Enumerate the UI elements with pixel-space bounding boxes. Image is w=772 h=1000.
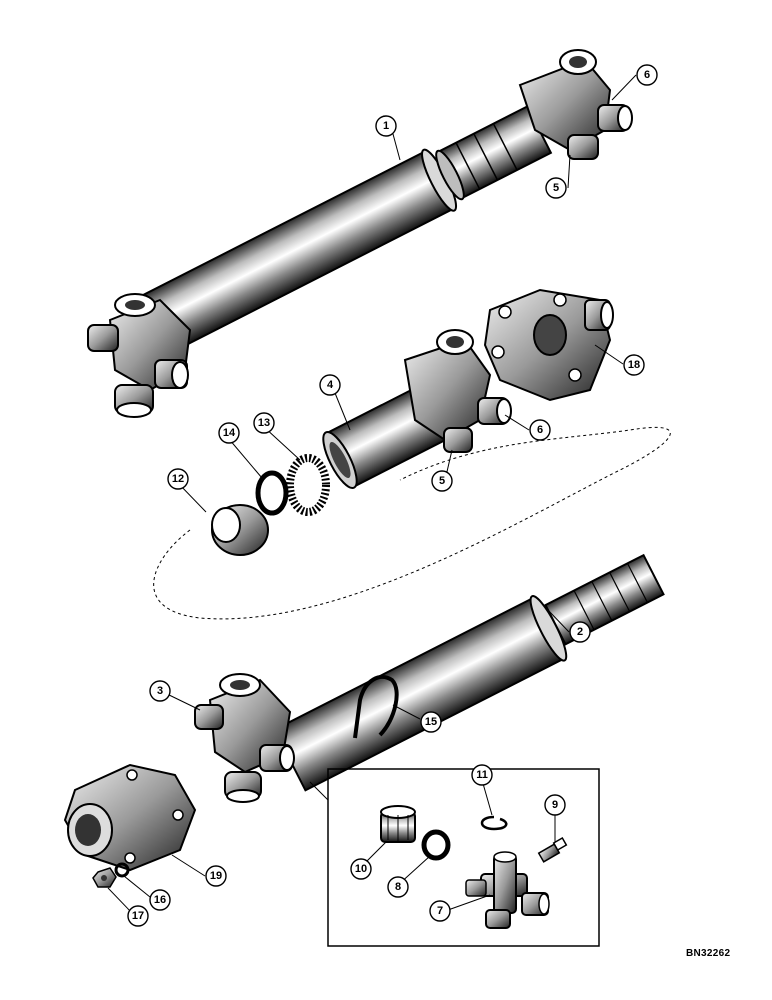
callout-15-label: 15	[425, 716, 437, 728]
callout-6b-label: 6	[537, 424, 543, 436]
universal-joint-upper-right	[518, 49, 633, 160]
callout-9: 9	[544, 794, 566, 816]
callout-9-label: 9	[552, 799, 558, 811]
lower-shaft-assembly	[194, 553, 665, 803]
callout-7-label: 7	[437, 905, 443, 917]
callout-5a-label: 5	[553, 182, 559, 194]
callout-2-label: 2	[577, 626, 583, 638]
grease-fitting-9	[537, 837, 568, 863]
callout-8-label: 8	[395, 881, 401, 893]
detail-inset-box	[309, 768, 600, 947]
needle-bearing-10	[380, 805, 416, 843]
callout-7: 7	[429, 900, 451, 922]
companion-flange-19	[63, 763, 197, 872]
callout-19-label: 19	[210, 870, 222, 882]
callout-1-label: 1	[383, 120, 389, 132]
callout-14-label: 14	[223, 427, 236, 439]
callout-6a-label: 6	[644, 69, 650, 81]
felt-seal-13	[286, 454, 330, 516]
bearing-seal-8	[421, 829, 451, 861]
callout-19: 19	[205, 865, 227, 887]
callout-3: 3	[149, 680, 171, 702]
callout-12-label: 12	[172, 473, 184, 485]
flange-yoke-18	[483, 288, 614, 402]
callout-2: 2	[569, 621, 591, 643]
leader-lines	[107, 74, 637, 914]
upper-shaft-assembly	[87, 49, 633, 418]
callout-14: 14	[218, 422, 240, 444]
callout-5b: 5	[431, 470, 453, 492]
part-number: BN32262	[686, 948, 731, 959]
callout-11-label: 11	[476, 769, 488, 781]
callout-16: 16	[149, 889, 171, 911]
callout-8: 8	[387, 876, 409, 898]
journal-cross-7	[465, 851, 550, 929]
nut-17	[92, 867, 117, 888]
callout-5a: 5	[545, 177, 567, 199]
callout-11: 11	[471, 764, 493, 786]
callout-12: 12	[167, 468, 189, 490]
callout-18-label: 18	[628, 359, 640, 371]
callout-13-label: 13	[258, 417, 270, 429]
snap-ring-11	[480, 815, 508, 831]
universal-joint-upper-left	[87, 293, 192, 418]
assembly-dashed-line	[153, 426, 671, 620]
slip-yoke-4	[322, 329, 512, 489]
lock-washer-16	[114, 862, 130, 878]
callout-16-label: 16	[154, 894, 166, 906]
callout-4: 4	[319, 374, 341, 396]
callout-17: 17	[127, 905, 149, 927]
callout-18: 18	[623, 354, 645, 376]
callout-10-label: 10	[355, 863, 367, 875]
callout-3-label: 3	[157, 685, 163, 697]
grease-tube-15	[353, 674, 399, 739]
callout-17-label: 17	[132, 910, 144, 922]
callout-10: 10	[350, 858, 372, 880]
callout-5b-label: 5	[439, 475, 445, 487]
callout-13: 13	[253, 412, 275, 434]
callout-15: 15	[420, 711, 442, 733]
callout-6a: 6	[636, 64, 658, 86]
callout-6b: 6	[529, 419, 551, 441]
callout-4-label: 4	[327, 379, 334, 391]
callout-1: 1	[375, 115, 397, 137]
washer-14	[255, 470, 289, 516]
dust-cap-12	[211, 504, 269, 556]
